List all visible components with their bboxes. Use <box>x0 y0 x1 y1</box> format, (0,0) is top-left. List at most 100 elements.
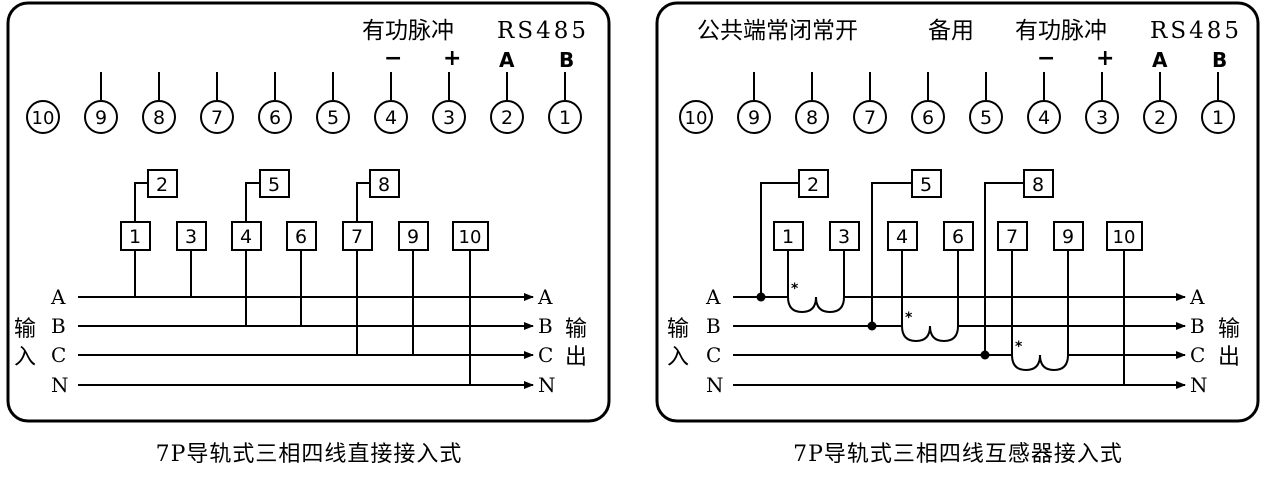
terminal-4: 4 <box>374 100 408 134</box>
svg-text:8: 8 <box>1032 174 1044 196</box>
terminal-9: 9 <box>84 100 118 134</box>
svg-text:9: 9 <box>1062 226 1074 248</box>
left-output-label-1: 输 <box>565 317 587 342</box>
svg-text:6: 6 <box>922 107 934 129</box>
box-6: 6 <box>943 221 974 251</box>
terminal-8: 8 <box>795 100 829 134</box>
terminal-5: 5 <box>969 100 1003 134</box>
right-header-spare: 备用 <box>928 18 974 44</box>
right-panel-frame <box>655 1 1260 423</box>
svg-text:8: 8 <box>378 174 390 196</box>
left-line-labels-in: A B C N <box>50 285 69 397</box>
box-2: 2 <box>798 169 829 198</box>
terminal-2: 2 <box>1143 100 1177 134</box>
left-caption: 7P导轨式三相四线直接接入式 <box>156 442 463 467</box>
box-3: 3 <box>829 221 860 251</box>
box-2: 2 <box>147 169 178 198</box>
line-out-n: N <box>1190 373 1208 397</box>
svg-text:2: 2 <box>501 107 513 129</box>
terminal-10: 10 <box>26 100 60 134</box>
svg-text:2: 2 <box>1154 107 1166 129</box>
right-terminal-row: 10 9 8 7 6 5 4 3 2 1 <box>679 100 1235 134</box>
svg-text:9: 9 <box>95 107 107 129</box>
right-terminal-pins <box>753 72 1219 100</box>
left-header-rs485: RS485 <box>497 18 589 44</box>
right-sign-plus: + <box>1096 46 1114 71</box>
right-caption: 7P导轨式三相四线互感器接入式 <box>793 442 1123 467</box>
svg-text:9: 9 <box>407 226 419 248</box>
left-sign-plus: + <box>443 46 461 71</box>
svg-text:8: 8 <box>806 107 818 129</box>
box-1: 1 <box>120 221 151 251</box>
svg-text:3: 3 <box>185 226 197 248</box>
box-8: 8 <box>369 169 400 198</box>
right-output-label-2: 出 <box>1218 345 1240 370</box>
right-sign-minus: − <box>1037 46 1055 71</box>
svg-text:1: 1 <box>559 107 571 129</box>
left-phase-wires <box>78 293 534 389</box>
svg-text:2: 2 <box>156 174 168 196</box>
svg-text:1: 1 <box>782 226 794 248</box>
line-out-n: N <box>538 373 556 397</box>
svg-text:3: 3 <box>838 226 850 248</box>
line-out-a: A <box>1189 285 1205 309</box>
box-6: 6 <box>286 221 317 251</box>
line-out-b: B <box>538 314 553 338</box>
line-out-c: C <box>538 343 553 367</box>
left-header-pulse: 有功脉冲 <box>362 18 454 44</box>
right-panel: 公共端常闭常开 备用 有功脉冲 RS485 − + A B 10 9 8 7 6… <box>655 1 1260 423</box>
svg-text:7: 7 <box>1006 226 1018 248</box>
right-ct-stars: * * * <box>791 281 1023 355</box>
right-connection-wires <box>760 182 1125 385</box>
box-4: 4 <box>231 221 262 251</box>
svg-text:1: 1 <box>1212 107 1224 129</box>
svg-text:7: 7 <box>211 107 223 129</box>
terminal-6: 6 <box>911 100 945 134</box>
left-label-a: A <box>499 48 515 72</box>
left-line-labels-out: A B C N <box>537 285 556 397</box>
left-terminal-boxes: 2 5 8 1 3 4 6 7 9 10 <box>120 169 489 251</box>
box-10: 10 <box>1106 221 1143 251</box>
svg-text:6: 6 <box>952 226 964 248</box>
terminal-6: 6 <box>258 100 292 134</box>
left-terminal-pins <box>100 72 566 100</box>
svg-text:6: 6 <box>269 107 281 129</box>
line-in-a: A <box>705 285 721 309</box>
right-header-rs485: RS485 <box>1150 18 1242 44</box>
terminal-7: 7 <box>200 100 234 134</box>
box-10: 10 <box>452 221 489 251</box>
left-connection-wires <box>134 182 471 385</box>
svg-text:10: 10 <box>685 108 708 129</box>
line-in-n: N <box>706 373 724 397</box>
terminal-3: 3 <box>432 100 466 134</box>
line-in-n: N <box>51 373 69 397</box>
terminal-10: 10 <box>679 100 713 134</box>
terminal-1: 1 <box>548 100 582 134</box>
svg-text:7: 7 <box>864 107 876 129</box>
line-out-b: B <box>1190 314 1205 338</box>
ct-b-star: * <box>905 310 913 326</box>
terminal-7: 7 <box>853 100 887 134</box>
box-9: 9 <box>398 221 429 251</box>
svg-text:10: 10 <box>1113 227 1136 248</box>
box-4: 4 <box>887 221 918 251</box>
right-input-label-1: 输 <box>667 317 689 342</box>
line-out-a: A <box>537 285 553 309</box>
line-in-b: B <box>706 314 721 338</box>
svg-text:4: 4 <box>240 226 252 248</box>
right-label-a: A <box>1152 48 1168 72</box>
svg-text:10: 10 <box>32 108 55 129</box>
right-header-common: 公共端常闭常开 <box>697 18 858 44</box>
terminal-3: 3 <box>1085 100 1119 134</box>
svg-text:9: 9 <box>748 107 760 129</box>
terminal-4: 4 <box>1027 100 1061 134</box>
right-junction-dots <box>756 292 990 360</box>
line-in-c: C <box>706 343 721 367</box>
svg-text:4: 4 <box>896 226 908 248</box>
svg-text:10: 10 <box>459 227 482 248</box>
right-terminal-boxes: 2 5 8 1 3 4 6 7 9 10 <box>773 169 1143 251</box>
right-input-label-2: 入 <box>667 345 689 370</box>
box-7: 7 <box>342 221 373 251</box>
line-in-c: C <box>51 343 66 367</box>
